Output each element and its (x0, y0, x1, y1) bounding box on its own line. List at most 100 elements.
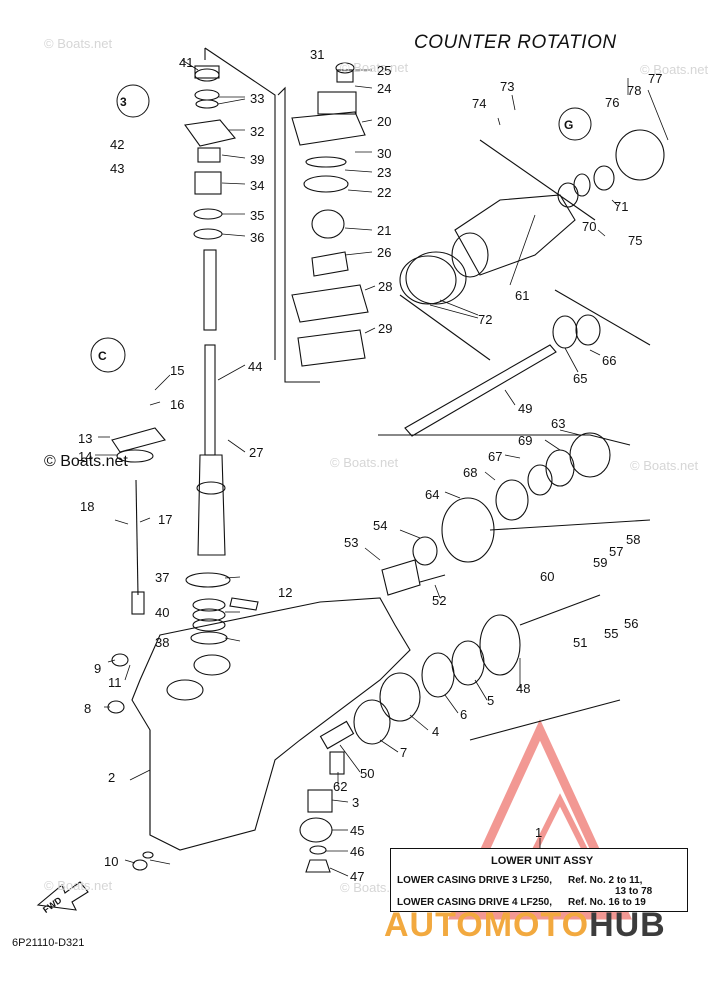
callout-number: 20 (377, 114, 392, 129)
callout-number: 37 (155, 570, 170, 585)
callout-number: 17 (158, 512, 173, 527)
callout-number: 36 (250, 230, 265, 245)
callout-number: 4 (432, 724, 440, 739)
callout-number: 10 (104, 854, 119, 869)
callout-number: 5 (487, 693, 495, 708)
diagram-title: COUNTER ROTATION (414, 32, 617, 53)
callout-number: 24 (377, 81, 392, 96)
callout-number: 38 (155, 635, 170, 650)
callout-number: 53 (344, 535, 359, 550)
legend-row-ref-continued: 13 to 78 (615, 886, 653, 897)
callout-number: 2 (108, 770, 116, 785)
callout-number: 42 (110, 137, 125, 152)
legend-row-ref: Ref. No. 2 to 11, (568, 875, 643, 886)
callout-number: 31 (310, 47, 325, 62)
callout-number: 76 (605, 95, 620, 110)
callout-number: 33 (250, 91, 265, 106)
callout-number: 35 (250, 208, 265, 223)
callout-number: 60 (540, 569, 555, 584)
brand-wordmark: AUTOMOTOHUB (384, 906, 666, 945)
callout-number: 45 (350, 823, 365, 838)
callout-number: 13 (78, 431, 93, 446)
callout-number: 9 (94, 661, 102, 676)
callout-number: 68 (463, 465, 478, 480)
callout-number: 14 (78, 449, 93, 464)
callout-number: 52 (432, 593, 447, 608)
callout-number: 72 (478, 312, 493, 327)
callout-number: 16 (170, 397, 185, 412)
callout-number: 73 (500, 79, 515, 94)
callout-number: 28 (378, 279, 393, 294)
callout-number: 22 (377, 185, 392, 200)
watermark-text: © Boats.net (44, 36, 113, 51)
legend-box: LOWER UNIT ASSY LOWER CASING DRIVE 3 LF2… (390, 848, 688, 912)
callout-number: 78 (627, 83, 642, 98)
callout-number: 65 (573, 371, 588, 386)
callout-number: 21 (377, 223, 392, 238)
watermark-text: © Boats.net (44, 878, 113, 893)
callout-number: 74 (472, 96, 487, 111)
callout-number: 63 (551, 416, 566, 431)
callout-number: 44 (248, 359, 263, 374)
callout-number: 51 (573, 635, 588, 650)
callout-number: 66 (602, 353, 617, 368)
fwd-arrow-icon (36, 881, 89, 911)
legend-title: LOWER UNIT ASSY (491, 855, 594, 867)
callout-number: 61 (515, 288, 530, 303)
callout-number: 69 (518, 433, 533, 448)
callout-number: 59 (593, 555, 608, 570)
watermark-text: © Boats.net (340, 60, 409, 75)
callout-number: 41 (179, 55, 194, 70)
diagram-code: 6P21110-D321 (12, 937, 85, 949)
callout-number: 58 (626, 532, 641, 547)
callout-number: 8 (84, 701, 92, 716)
callout-number: 49 (518, 401, 533, 416)
legend-row-name: LOWER CASING DRIVE 3 LF250, (397, 875, 553, 886)
callout-number: 23 (377, 165, 392, 180)
callout-number: 39 (250, 152, 265, 167)
callout-number: 11 (108, 675, 122, 690)
svg-text:3: 3 (120, 95, 127, 109)
callout-number: 62 (333, 779, 348, 794)
callout-number: 77 (648, 71, 663, 86)
callout-number: 27 (249, 445, 264, 460)
callout-number: 47 (350, 869, 365, 884)
watermark-text: © Boats.net (630, 458, 699, 473)
callout-number: 55 (604, 626, 619, 641)
callout-number: 15 (170, 363, 185, 378)
watermark-text: © Boats.net (44, 453, 128, 470)
callout-number: 29 (378, 321, 393, 336)
callout-number: 71 (614, 199, 629, 214)
callout-number: 46 (350, 844, 365, 859)
callout-number: 75 (628, 233, 643, 248)
callout-number: 25 (377, 63, 392, 78)
watermark-text: © Boats.net (330, 455, 399, 470)
callout-number: 40 (155, 605, 170, 620)
callout-number: 32 (250, 124, 265, 139)
brand-part1: AUTOMOTO (384, 906, 590, 944)
callout-number: 34 (250, 178, 265, 193)
legend-callout-number: 1 (535, 825, 543, 840)
callout-number: 50 (360, 766, 375, 781)
callout-number: 3 (352, 795, 360, 810)
callout-number: 57 (609, 544, 624, 559)
callout-number: 43 (110, 161, 125, 176)
callout-number: 70 (582, 219, 597, 234)
callout-number: 6 (460, 707, 468, 722)
legend-row-ref: Ref. No. 16 to 19 (568, 897, 646, 908)
callout-number: 54 (373, 518, 388, 533)
legend-row-name: LOWER CASING DRIVE 4 LF250, (397, 897, 553, 908)
callout-number: 64 (425, 487, 440, 502)
callout-number: 18 (80, 499, 95, 514)
callout-number: 30 (377, 146, 392, 161)
callout-number: 48 (516, 681, 531, 696)
brand-part2: HUB (589, 906, 666, 944)
callout-number: 7 (400, 745, 408, 760)
svg-text:G: G (564, 118, 573, 132)
callout-number: 12 (278, 585, 293, 600)
svg-text:C: C (98, 349, 107, 363)
callout-number: 67 (488, 449, 503, 464)
watermark-text: © Boats.net (640, 62, 709, 77)
